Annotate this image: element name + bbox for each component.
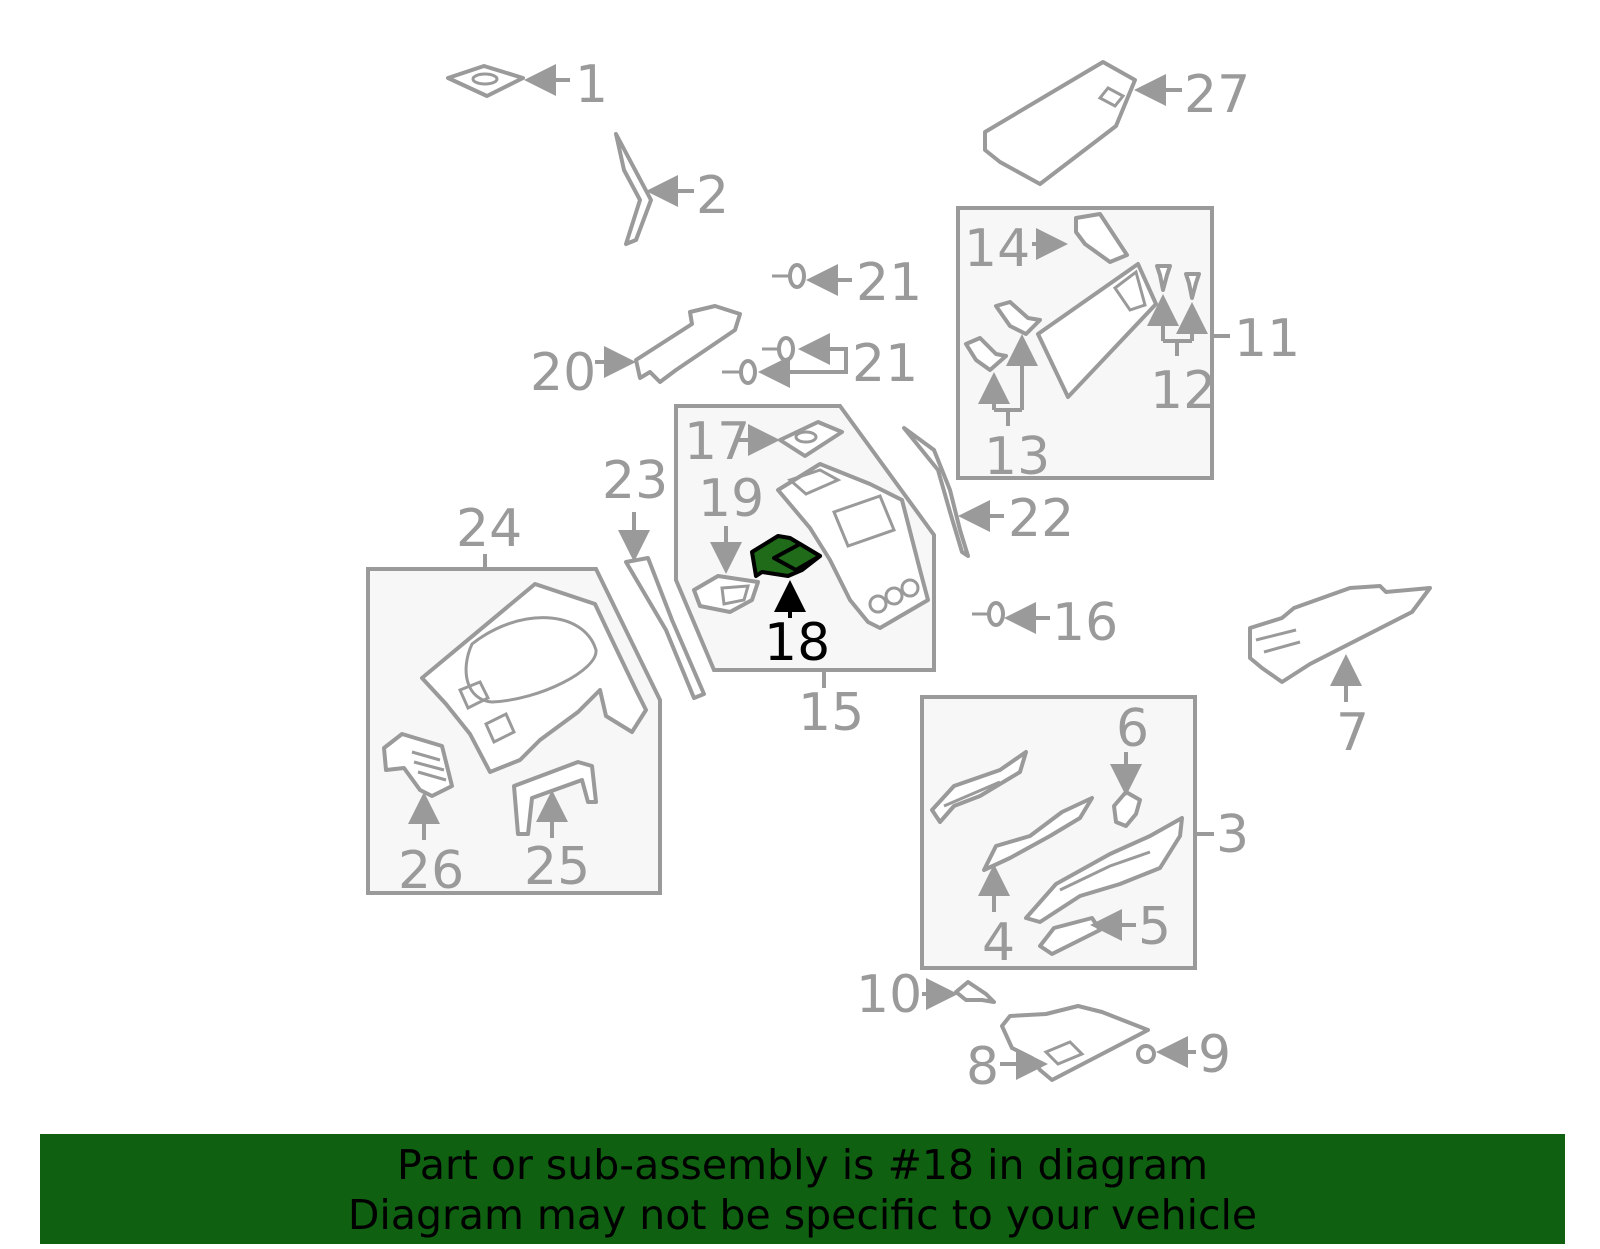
part-6 (1110, 752, 1142, 828)
callout-12: 12 (1150, 361, 1216, 421)
callout-6: 6 (1116, 699, 1149, 759)
callout-22: 22 (1008, 489, 1074, 549)
callout-2: 2 (696, 166, 729, 226)
callout-27: 27 (1184, 65, 1250, 125)
part-20 (595, 304, 742, 384)
part-12 (1147, 264, 1230, 356)
callout-7: 7 (1336, 703, 1369, 763)
part-3-lower-trim (1024, 816, 1214, 924)
part-5 (1038, 909, 1136, 956)
part-13 (964, 300, 1042, 426)
part-27 (983, 60, 1182, 186)
callout-19: 19 (698, 469, 764, 529)
part-23 (618, 512, 706, 700)
part-24-dash (420, 554, 648, 774)
parts-diagram: 1 2 27 14 11 12 13 21 21 20 17 23 19 22 … (366, 55, 1432, 1097)
part-9 (1136, 1036, 1196, 1068)
callout-21-upper: 21 (856, 253, 922, 313)
callout-11: 11 (1234, 309, 1300, 369)
part-2 (614, 132, 694, 246)
callout-14: 14 (964, 219, 1030, 279)
part-17 (736, 420, 844, 458)
info-banner: Part or sub-assembly is #18 in diagram D… (40, 1134, 1565, 1244)
callout-17: 17 (684, 412, 750, 472)
info-banner-line-2: Diagram may not be specific to your vehi… (347, 1191, 1258, 1239)
part-15-console (776, 462, 930, 688)
callout-21-lower: 21 (852, 334, 918, 394)
part-16 (972, 601, 1050, 634)
part-26 (382, 732, 454, 840)
part-19 (692, 526, 760, 614)
callout-9: 9 (1198, 1025, 1231, 1085)
part-22 (902, 426, 1004, 558)
part-14 (1032, 212, 1129, 264)
callout-8: 8 (966, 1037, 999, 1097)
callout-26: 26 (398, 841, 464, 901)
part-18-highlighted (750, 534, 822, 618)
part-1 (446, 64, 570, 98)
part-8 (1000, 1004, 1150, 1082)
part-21-upper (772, 263, 852, 296)
part-7 (1248, 584, 1432, 702)
callout-15: 15 (798, 683, 864, 743)
callout-23: 23 (602, 451, 668, 511)
callout-13: 13 (984, 427, 1050, 487)
callout-20: 20 (530, 343, 596, 403)
callout-1: 1 (575, 55, 608, 115)
info-banner-line-1: Part or sub-assembly is #18 in diagram (396, 1141, 1209, 1189)
callout-10: 10 (856, 965, 922, 1025)
callout-5: 5 (1138, 897, 1171, 957)
callout-24: 24 (456, 499, 522, 559)
part-4 (978, 796, 1094, 912)
part-3-upper-trim (930, 750, 1028, 824)
part-10 (922, 978, 996, 1010)
callout-16: 16 (1052, 593, 1118, 653)
part-21-lower (722, 333, 848, 388)
callout-18: 18 (764, 613, 830, 673)
callout-4: 4 (982, 913, 1015, 973)
callout-3: 3 (1216, 805, 1249, 865)
callout-25: 25 (524, 837, 590, 897)
part-25 (512, 760, 598, 838)
